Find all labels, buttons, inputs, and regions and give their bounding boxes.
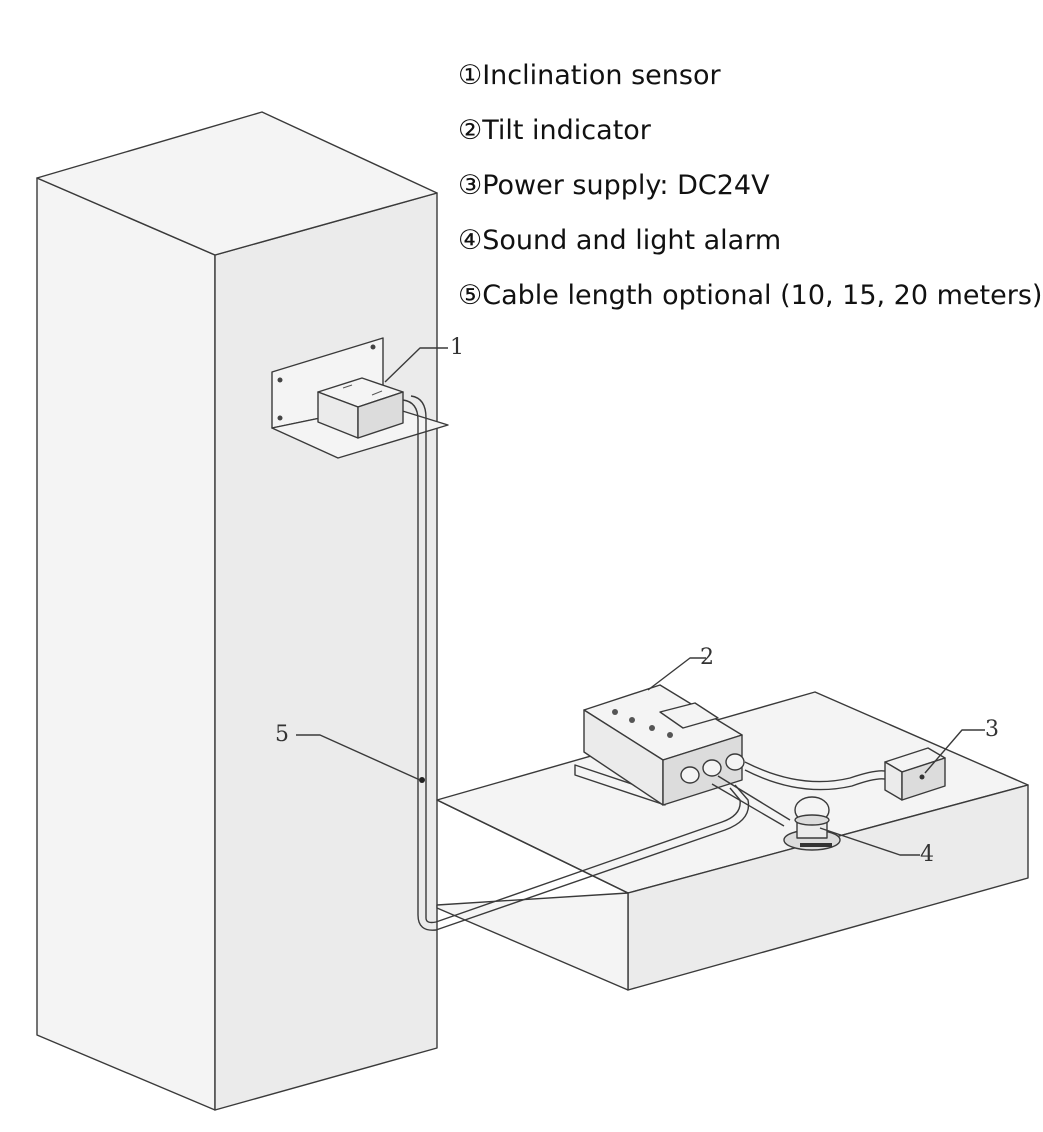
inclination-sensor xyxy=(317,377,404,439)
callout-4: 4 xyxy=(920,842,934,867)
legend-text: Cable length optional (10, 15, 20 meters… xyxy=(482,280,1043,311)
legend-text: Tilt indicator xyxy=(482,115,651,146)
base-platform xyxy=(436,691,1029,991)
legend-marker: ④ xyxy=(458,225,483,256)
pillar xyxy=(36,111,438,1111)
legend-item-cable: ⑤Cable length optional (10, 15, 20 meter… xyxy=(458,276,1042,331)
indicator-cables xyxy=(711,761,889,827)
callout-lines xyxy=(296,347,985,856)
legend-text: Inclination sensor xyxy=(482,60,721,91)
cable xyxy=(402,395,750,931)
tilt-indicator xyxy=(574,684,745,806)
power-supply xyxy=(884,747,946,801)
legend: ①Inclination sensor ②Tilt indicator ③Pow… xyxy=(458,56,1042,331)
callout-3: 3 xyxy=(985,717,999,742)
legend-text: Power supply: DC24V xyxy=(482,170,770,201)
legend-marker: ⑤ xyxy=(458,280,483,311)
callout-2: 2 xyxy=(700,645,714,670)
legend-marker: ① xyxy=(458,60,483,91)
legend-item-sensor: ①Inclination sensor xyxy=(458,56,1042,111)
sound-light-alarm xyxy=(783,796,841,851)
legend-item-indicator: ②Tilt indicator xyxy=(458,111,1042,166)
legend-text: Sound and light alarm xyxy=(482,225,782,256)
legend-item-power: ③Power supply: DC24V xyxy=(458,166,1042,221)
legend-marker: ③ xyxy=(458,170,483,201)
callout-5: 5 xyxy=(275,722,289,747)
legend-marker: ② xyxy=(458,115,483,146)
callout-1: 1 xyxy=(450,335,464,360)
legend-item-alarm: ④Sound and light alarm xyxy=(458,221,1042,276)
